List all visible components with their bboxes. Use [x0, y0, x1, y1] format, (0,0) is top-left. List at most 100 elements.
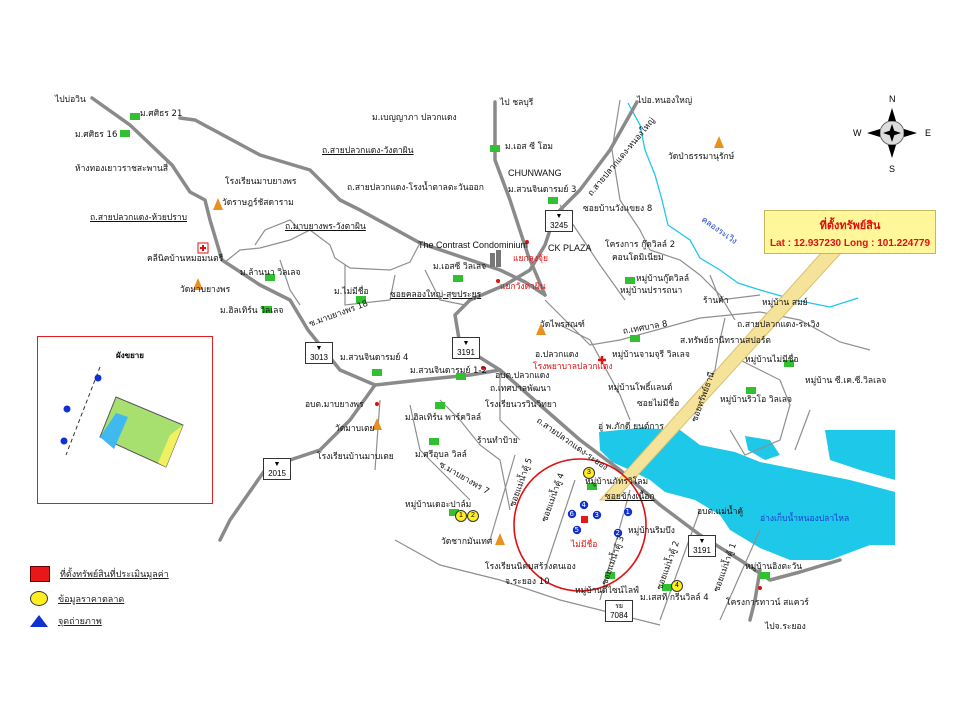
- map-label-rd-mabyangporn-wangtaphin: ถ.มาบยางพร-วังตาผิน: [285, 222, 366, 232]
- map-label-obt-maenamkhu: อบต.แม่น้ำคู้: [697, 507, 744, 517]
- map-label-no-name-village2: หมู่บ้านไม่มีชื่อ: [745, 355, 799, 365]
- market-data-badge[interactable]: 3: [583, 467, 595, 479]
- map-label-yaek-wangtaphin: แยกวังตาผิน: [500, 282, 546, 292]
- route-number: 3191: [457, 348, 475, 357]
- map-label-suanjinda3: ม.สวนจินดารมย์ 3: [508, 185, 577, 195]
- map-label-soi-khangnuak: ซอยข้างเนื้อก: [605, 492, 655, 502]
- map-label-reservoir: อ่างเก็บน้ำหนองปลาไหล: [760, 514, 850, 524]
- compass-rose-icon: [867, 108, 917, 158]
- legend-blue-arrow-icon: [30, 615, 48, 627]
- photo-point-number[interactable]: 6: [569, 510, 574, 518]
- map-label-shop: ร้านค้า: [703, 296, 729, 306]
- map-label-ingtawan: หมู่บ้านอิงตะวัน: [745, 562, 803, 572]
- map-label-sign-shop: ร้านทำป้าย: [477, 436, 518, 446]
- map-label-obt-mabyangporn: อบต.มาบยางพร: [305, 400, 364, 410]
- highway-shield-icon: ▼: [555, 213, 563, 220]
- map-label-goodwill2: โครงการ กู๊ดวิลล์ 2: [605, 240, 676, 250]
- map-label-wat-chakmanthet: วัดชากมันเทศ: [441, 537, 493, 547]
- map-label-sc-home: ม.เอส ซี โฮม: [505, 142, 554, 152]
- map-label-to-rayong: ไปจ.ระยอง: [765, 622, 806, 632]
- route-number: 3013: [310, 353, 328, 362]
- map-label-to-chonburi: ไป ชลบุรี: [500, 98, 534, 108]
- map-label-school-nikhom: โรงเรียนนิคมสร้างตนเอง: [485, 562, 576, 572]
- inset-title: ผังขยาย: [116, 351, 144, 360]
- legend-red-square-icon: [30, 566, 50, 582]
- map-label-contrast-condo: The Contrast Condominium: [418, 240, 529, 250]
- route-number: 2015: [268, 469, 286, 478]
- map-label-soi-wangkhayaeng8: ซอยบ้านวังแขยง 8: [583, 204, 653, 214]
- inset-plan-drawing: [60, 366, 184, 468]
- map-label-hilltern-park: ม.ฮิลเทิร์น พาร์ควิลล์: [405, 413, 482, 423]
- map-label-rd-pluakdaeng-wangtaphin: ถ.สายปลวกแดง-วังตาผิน: [322, 146, 414, 156]
- traffic-light-icons: [375, 240, 762, 590]
- map-label-rimbueng: หมู่บ้านริมบึง: [628, 526, 675, 536]
- photo-point-number[interactable]: 3: [594, 511, 599, 519]
- map-label-no-name-village1: ม.ไม่มีชื่อ: [334, 287, 369, 297]
- photo-point-number[interactable]: 4: [581, 501, 586, 509]
- map-label-wat-mabyangporn: วัดมาบยางพร: [180, 285, 231, 295]
- map-label-school-mabyangporn: โรงเรียนมาบยางพร: [225, 177, 297, 187]
- map-label-wat-ratchadaram: วัดราษฎร์ชัสดาราม: [222, 198, 294, 208]
- property-location-callout: ที่ตั้งทรัพย์สิน Lat : 12.937230 Long : …: [764, 210, 936, 254]
- map-label-sasithorn21: ม.ศศิธร 21: [140, 109, 183, 119]
- route-sign-r2015: ▼2015: [263, 458, 291, 480]
- compass-north: N: [889, 94, 896, 104]
- hospital-icons: [197, 242, 606, 364]
- photo-point-number[interactable]: 1: [625, 508, 630, 516]
- map-label-no-name-red: ไม่มีชื่อ: [571, 540, 598, 550]
- route-number: 3191: [693, 546, 711, 555]
- route-number: 7084: [610, 611, 628, 620]
- map-label-suanjinda4: ม.สวนจินดารมย์ 4: [340, 353, 409, 363]
- map-label-garage: อู่ พ.ภักดี ยนต์การ: [598, 422, 664, 432]
- map-label-sriubon: ม.ศรีอุบล วิลล์: [415, 450, 467, 460]
- map-label-lanna-village: ม.ล้านนา วิลเลจ: [240, 268, 301, 278]
- legend-subject-property: ที่ตั้งทรัพย์สินที่ประเมินมูลค่า: [30, 566, 169, 582]
- map-label-chunwang: CHUNWANG: [508, 168, 562, 178]
- map-label-rd-thetsaban-phatthana: ถ.เทศบาลพัฒนา: [490, 384, 551, 394]
- inset-site-plan: ผังขยาย: [37, 336, 213, 504]
- map-label-phattharawilom: หมู่บ้านภัทรวิโลม: [585, 477, 649, 487]
- photo-point-number[interactable]: 5: [574, 526, 579, 534]
- map-label-sasithorn16: ม.ศศิธร 16: [75, 130, 118, 140]
- map-label-rd-pluakdaeng-huaiprap: ถ.สายปลวกแดง-ห้วยปราบ: [90, 213, 188, 223]
- subject-property-marker: [581, 516, 588, 523]
- photo-point-number[interactable]: 2: [615, 529, 620, 537]
- map-label-the-palm: หมู่บ้านเดอะปาล์ม: [405, 500, 472, 510]
- route-sign-r3013: ▼3013: [305, 342, 333, 364]
- map-label-school-mabtoei: โรงเรียนบ้านมาบเตย: [317, 452, 394, 462]
- highway-shield-icon: ▼: [698, 538, 706, 545]
- route-sign-r3191a: ▼3191: [452, 337, 480, 359]
- legend-label: ข้อมูลราคาตลาด: [58, 594, 125, 605]
- market-data-badge[interactable]: 4: [671, 580, 683, 592]
- map-label-hospital: โรงพยาบาลปลวกแดง: [533, 362, 613, 372]
- market-data-badge[interactable]: 1: [455, 510, 467, 522]
- subject-area-circle: [513, 458, 647, 592]
- map-label-school-worawin: โรงเรียนวรวินวิทยา: [485, 400, 557, 410]
- map-label-to-bowin: ไปบ่อวิน: [55, 95, 86, 105]
- map-label-town-square: โครงการทาวน์ สแควร์: [726, 598, 809, 608]
- map-label-wat-phraison: วัดไพรสณฑ์: [540, 320, 585, 330]
- map-label-wat-mabtoei: วัดมาบเตย: [335, 424, 375, 434]
- map-label-pholand: หมู่บ้านโพธิ์แลนด์: [608, 383, 673, 393]
- map-label-benyapha: ม.เบญญาภา ปลวกแดง: [372, 113, 457, 123]
- compass-south: S: [889, 164, 896, 174]
- legend-label: ที่ตั้งทรัพย์สินที่ประเมินมูลค่า: [60, 570, 169, 580]
- legend-photo-point: จุดถ่ายภาพ: [30, 614, 102, 628]
- compass-east: E: [925, 128, 932, 138]
- map-label-transport: ส.ทรัพย์ธานีทรานสปอร์ต: [680, 336, 771, 346]
- map-label-chamchuri: หมู่บ้านจามจุรี วิลเลจ: [612, 350, 690, 360]
- map-label-rd-pluakdaeng-rawoeng: ถ.สายปลวกแดง-ระเวิง: [737, 320, 820, 330]
- legend-yellow-circle-icon: [30, 591, 48, 606]
- map-label-soi-klongyai: ซอยคลองใหญ่-สุขประยูร: [390, 290, 482, 300]
- map-label-wat-pathamma: วัดป่าธรรมานุรักษ์: [668, 152, 735, 162]
- market-data-badge[interactable]: 2: [467, 510, 479, 522]
- map-label-prathana: หมู่บ้านปรารถนา: [620, 286, 683, 296]
- route-number: 3245: [550, 221, 568, 230]
- map-label-suanjinda12: ม.สวนจินดารมย์ 1-2: [410, 366, 487, 376]
- route-sign-r3191b: ▼3191: [688, 535, 716, 557]
- map-label-condominium: คอนโดมิเนียม: [612, 253, 664, 263]
- highway-shield-icon: ▼: [315, 345, 323, 352]
- map-label-village-som: หมู่บ้าน สมย์: [762, 298, 808, 308]
